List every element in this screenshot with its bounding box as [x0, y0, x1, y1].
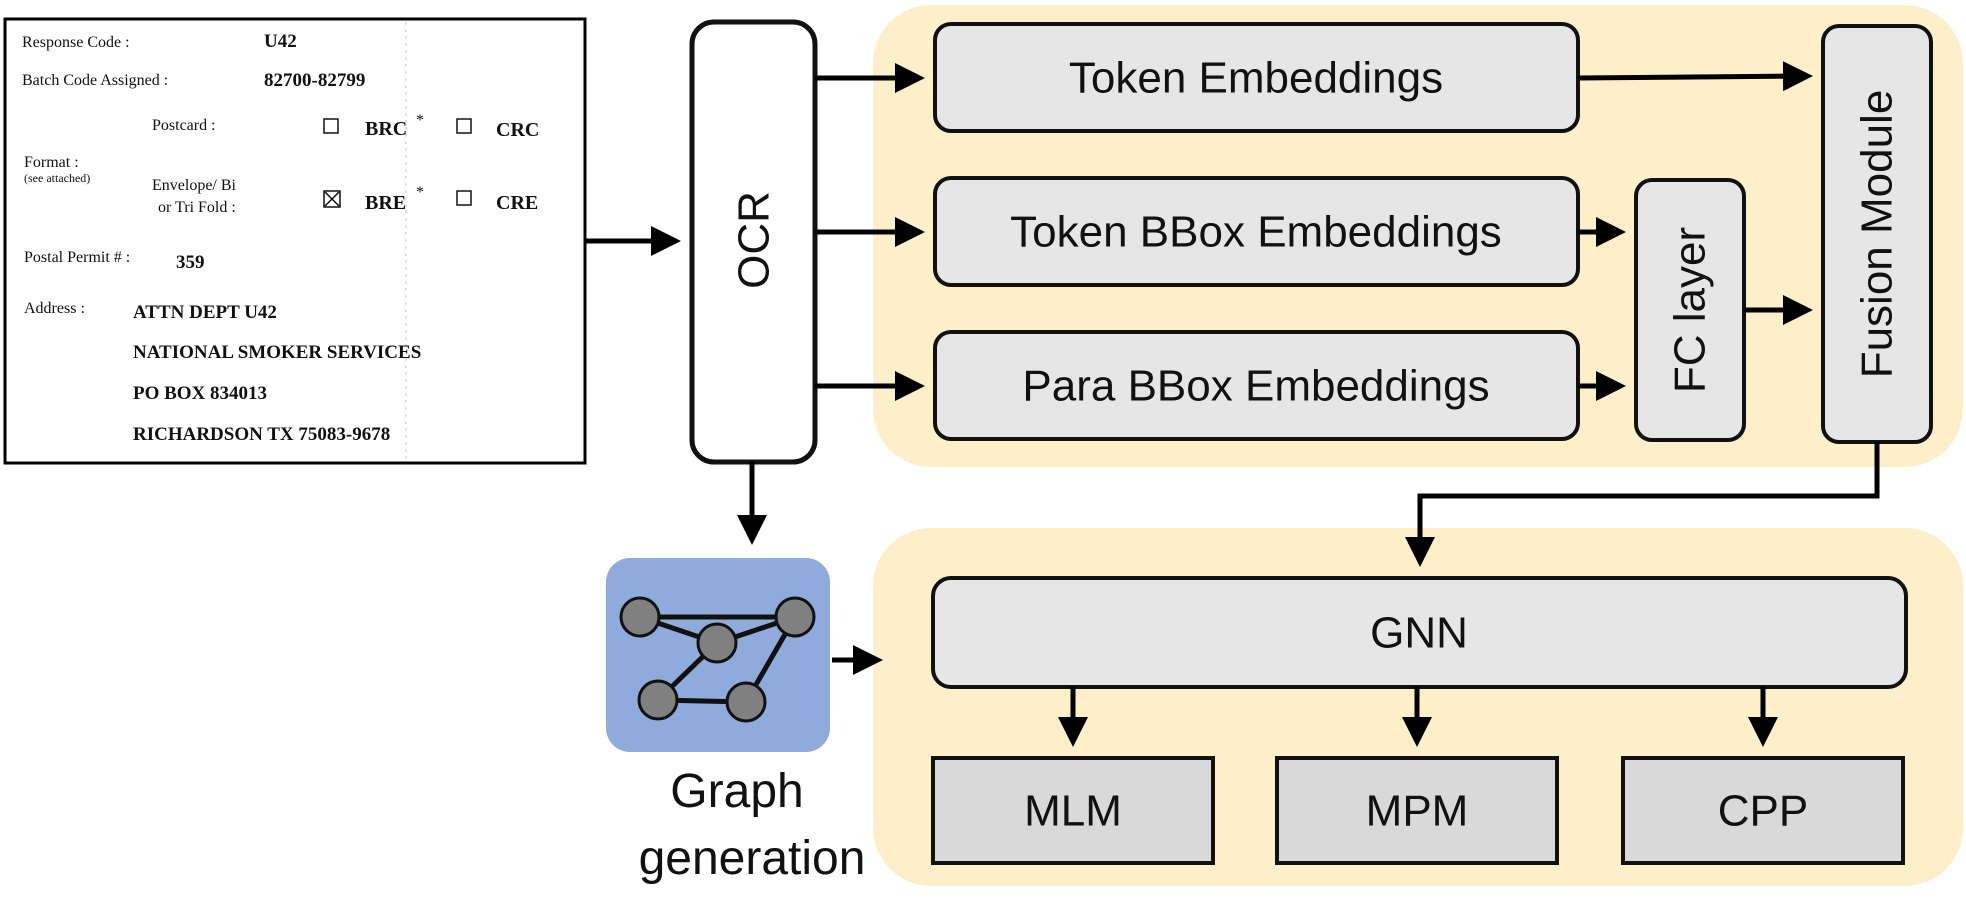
address-label: Address : [24, 300, 85, 317]
connector-arrows [585, 61, 1880, 747]
cre-checkbox [456, 190, 472, 206]
response-code-value: U42 [264, 31, 297, 52]
token-bbox-embeddings-label: Token BBox Embeddings [1010, 208, 1502, 257]
format-note: (see attached) [24, 171, 90, 185]
graph-icon [606, 558, 830, 752]
mlm-label: MLM [1024, 787, 1122, 836]
crc-label: CRC [496, 119, 539, 141]
envelope-label-line2: or Tri Fold : [158, 199, 236, 216]
address-line-4: RICHARDSON TX 75083-9678 [133, 424, 390, 445]
arrow-token-embeddings-to-fusion [1577, 61, 1813, 92]
address-line-2: NATIONAL SMOKER SERVICES [133, 342, 421, 363]
mlm-block [931, 756, 1215, 865]
fc-layer-label: FC layer [1666, 227, 1715, 393]
para-bbox-embeddings-label: Para BBox Embeddings [1022, 362, 1489, 411]
crc-checkbox [456, 118, 472, 134]
graph-node [637, 679, 679, 721]
cre-label: CRE [496, 192, 538, 214]
bre-label: BRE [365, 192, 406, 214]
postcard-label: Postcard : [152, 117, 216, 134]
graph-node [774, 596, 816, 638]
arrow-fusion-to-gnn [1405, 442, 1880, 567]
graph-node [696, 622, 738, 664]
document-frame [3, 17, 587, 465]
response-code-label: Response Code : [22, 34, 130, 51]
postal-permit-label: Postal Permit # : [24, 249, 130, 266]
bre-star: * [416, 184, 424, 201]
cpp-label: CPP [1718, 787, 1808, 836]
cpp-block [1621, 756, 1905, 865]
graph-generation-caption-line1: Graph [670, 765, 803, 818]
postal-permit-value: 359 [176, 252, 205, 273]
document-image: Response Code : U42 Batch Code Assigned … [3, 17, 587, 465]
graph-node [725, 681, 767, 723]
mpm-label: MPM [1366, 787, 1469, 836]
token-embeddings-label: Token Embeddings [1069, 54, 1443, 103]
address-line-1: ATTN DEPT U42 [133, 302, 277, 323]
address-line-3: PO BOX 834013 [133, 383, 267, 404]
envelope-label-line1: Envelope/ Bi [152, 177, 237, 194]
brc-label: BRC [365, 118, 407, 140]
brc-checkbox [323, 118, 339, 134]
mpm-block [1275, 756, 1559, 865]
ocr-label: OCR [730, 191, 779, 289]
brc-star: * [416, 112, 424, 129]
fusion-module-label: Fusion Module [1853, 90, 1902, 379]
bre-checkbox-checked [323, 190, 341, 208]
format-label: Format : [24, 154, 79, 171]
graph-generation-caption-line2: generation [639, 832, 866, 885]
gnn-label: GNN [1370, 609, 1468, 658]
graph-node [619, 596, 661, 638]
batch-code-label: Batch Code Assigned : [22, 72, 168, 89]
batch-code-value: 82700-82799 [264, 70, 365, 91]
